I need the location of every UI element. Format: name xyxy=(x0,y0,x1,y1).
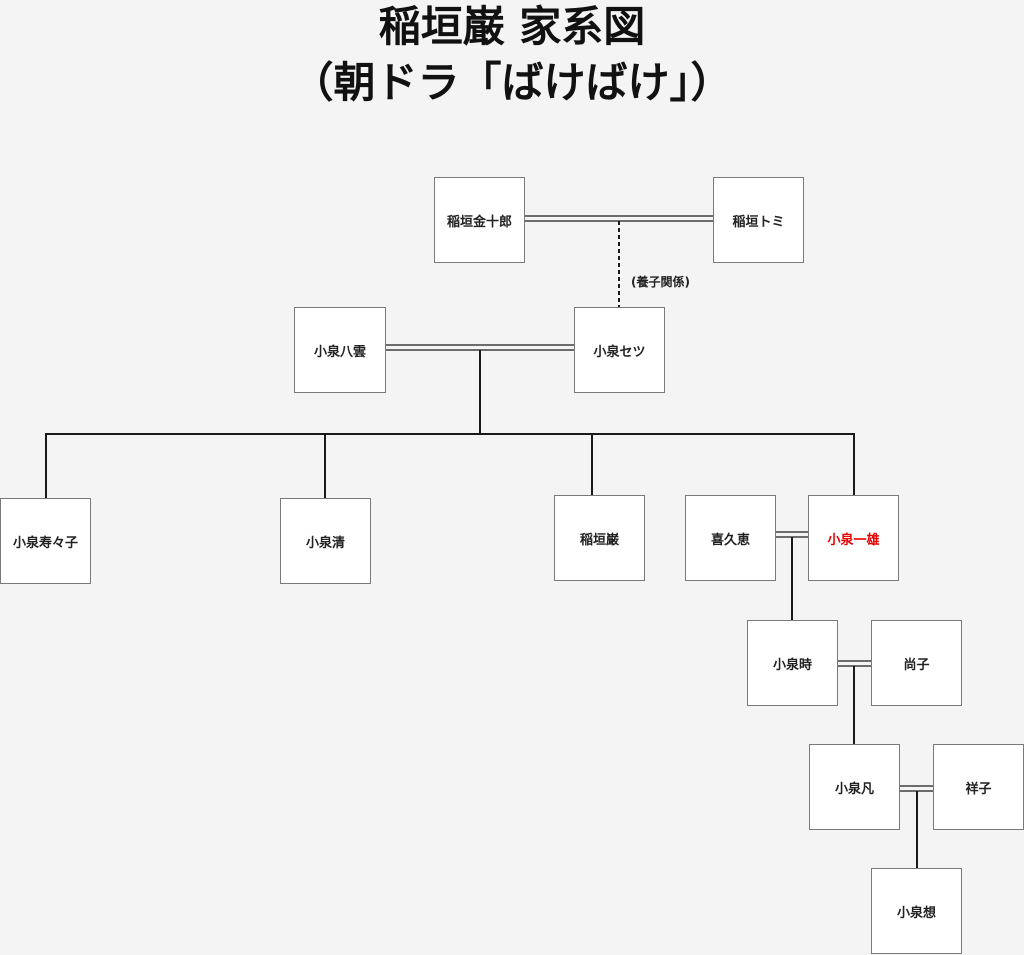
person-inagaki-iwao: 稲垣巌 xyxy=(554,495,645,581)
person-name: 稲垣トミ xyxy=(732,214,785,230)
person-name: 小泉想 xyxy=(896,905,936,921)
person-name: 小泉寿々子 xyxy=(12,535,78,551)
person-shoko: 祥子 xyxy=(933,744,1024,830)
person-koizumi-so: 小泉想 xyxy=(871,868,962,954)
person-koizumi-toki: 小泉時 xyxy=(747,620,838,706)
person-name: 小泉セツ xyxy=(593,344,646,360)
person-name-highlighted: 小泉一雄 xyxy=(827,532,880,548)
person-kikue: 喜久恵 xyxy=(685,495,776,581)
person-koizumi-setsu: 小泉セツ xyxy=(574,307,665,393)
person-koizumi-yakumo: 小泉八雲 xyxy=(294,307,386,393)
person-inagaki-tomi: 稲垣トミ xyxy=(713,177,804,263)
person-name: 小泉清 xyxy=(305,535,345,551)
page-subtitle: （朝ドラ「ばけばけ」） xyxy=(291,58,733,107)
person-name: 稲垣金十郎 xyxy=(446,214,512,230)
person-name: 小泉八雲 xyxy=(313,344,366,360)
page-title: 稲垣巌 家系図 xyxy=(378,2,646,51)
person-name: 喜久恵 xyxy=(710,532,750,548)
person-koizumi-kazuo: 小泉一雄 xyxy=(808,495,899,581)
person-name: 小泉凡 xyxy=(834,781,874,797)
adoption-label: (養子関係) xyxy=(631,275,690,289)
person-koizumi-kiyoshi: 小泉清 xyxy=(280,498,371,584)
person-name: 小泉時 xyxy=(772,657,812,673)
person-name: 祥子 xyxy=(965,781,992,797)
person-koizumi-bon: 小泉凡 xyxy=(809,744,900,830)
person-name: 尚子 xyxy=(903,657,930,673)
person-name: 稲垣巌 xyxy=(579,532,619,548)
person-koizumi-suzuko: 小泉寿々子 xyxy=(0,498,91,584)
person-naoko: 尚子 xyxy=(871,620,962,706)
person-inagaki-kinjuro: 稲垣金十郎 xyxy=(434,177,525,263)
